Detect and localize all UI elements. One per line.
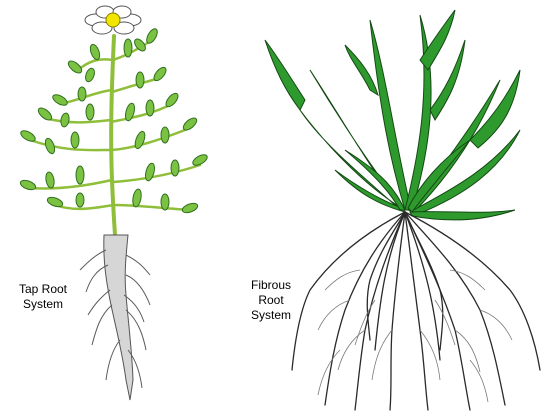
flower: [85, 6, 141, 34]
tap-branches: [30, 40, 200, 210]
fibrous-roots: [292, 212, 540, 410]
tap-label-line-2: System: [6, 297, 80, 312]
fibrous-leaves: [265, 10, 520, 220]
tap-root-system-label: Tap Root System: [6, 282, 80, 312]
fibrous-label-line-2: Root: [236, 293, 306, 308]
tap-label-line-1: Tap Root: [6, 282, 80, 297]
fibrous-label-line-3: System: [236, 308, 306, 323]
tap-root-plant: [19, 6, 209, 400]
fibrous-label-line-1: Fibrous: [236, 278, 306, 293]
fibrous-root-plant: [265, 10, 540, 410]
tap-root: [104, 235, 133, 400]
fibrous-root-system-label: Fibrous Root System: [236, 278, 306, 323]
